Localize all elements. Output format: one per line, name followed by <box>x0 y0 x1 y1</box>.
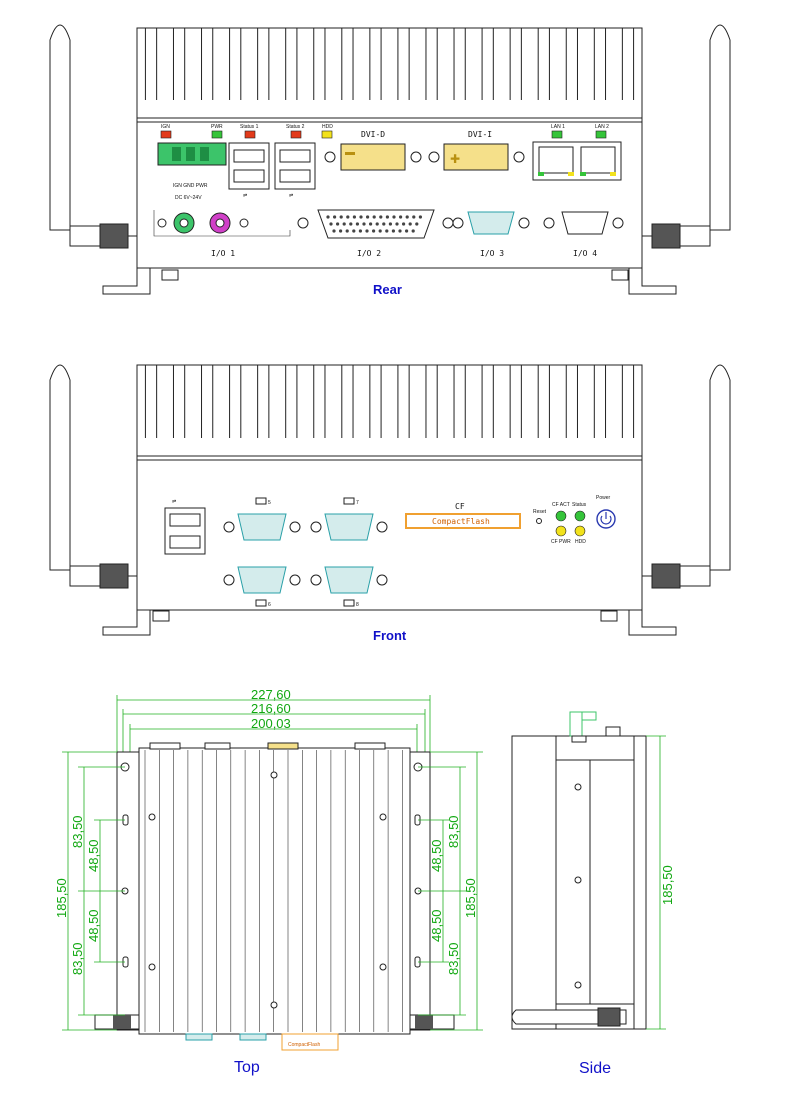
ign-label: IGN <box>161 124 170 130</box>
side-view: 185,50 Side <box>511 711 675 1077</box>
top-cf-label: CompactFlash <box>288 1042 320 1048</box>
front-antenna-left <box>49 364 137 589</box>
status-led <box>574 510 586 522</box>
ign-led <box>160 130 172 139</box>
status1-label: Status 1 <box>240 124 259 130</box>
cf-slot <box>405 513 521 529</box>
reset-label: Reset <box>533 509 547 515</box>
front-usb-stack: ⇌ <box>164 499 206 555</box>
front-heatsink <box>136 364 643 457</box>
lan-ports <box>532 141 622 181</box>
dim-width-inner: 200,03 <box>251 716 291 731</box>
rear-view: IGN PWR Status 1 Status 2 HDD IGN GND PW… <box>49 24 731 297</box>
rear-heatsink <box>136 27 643 119</box>
front-hdd-label: HDD <box>575 539 586 545</box>
com7-port <box>310 497 388 541</box>
dim-left-total: 185,50 <box>54 878 69 918</box>
dvi-i-port: ✚ <box>428 143 525 171</box>
pwr-led <box>211 130 223 139</box>
com8-port <box>310 566 388 607</box>
rear-chassis <box>136 117 643 269</box>
lan2-label: LAN 2 <box>595 124 609 130</box>
terminal-label: IGN GND PWR <box>173 183 208 189</box>
dvi-d-label: DVI-D <box>361 130 385 139</box>
status2-led <box>290 130 302 139</box>
top-heatsink-fins <box>144 750 403 1032</box>
svg-text:⇌: ⇌ <box>172 499 176 505</box>
dim-left-lower: 83,50 <box>70 942 85 975</box>
front-antenna-right <box>642 364 731 589</box>
side-bracket <box>633 735 647 1030</box>
io2-label: I/O 2 <box>357 249 381 258</box>
cf-label: CF <box>455 502 465 511</box>
io4-label: I/O 4 <box>573 249 597 258</box>
rear-usb-stack-1: ⇌ <box>228 142 270 199</box>
io3-connector <box>452 211 530 235</box>
cf-pwr-led <box>555 525 567 537</box>
io2-connector <box>297 209 454 239</box>
front-chassis <box>136 455 643 611</box>
rear-foot-left <box>102 268 151 295</box>
hdd-label: HDD <box>322 124 333 130</box>
status2-label: Status 2 <box>286 124 305 130</box>
top-caption: Top <box>234 1059 260 1076</box>
front-foot-left <box>102 610 151 636</box>
com5-port <box>223 497 301 541</box>
com6-label: 6 <box>268 602 271 608</box>
dvi-d-port <box>324 143 422 171</box>
svg-text:⇌: ⇌ <box>243 193 247 199</box>
dim-right-total: 185,50 <box>463 878 478 918</box>
com7-label: 7 <box>356 500 359 506</box>
side-caption: Side <box>579 1060 611 1077</box>
com6-port <box>223 566 301 607</box>
rear-antenna-left <box>49 24 137 249</box>
cf-act-led <box>555 510 567 522</box>
lan1-led <box>551 130 563 139</box>
rear-usb-stack-2: ⇌ <box>274 142 316 199</box>
rear-heatsink-fins <box>144 27 635 100</box>
status-label: Status <box>572 502 587 508</box>
front-caption: Front <box>373 628 407 643</box>
io3-label: I/O 3 <box>480 249 504 258</box>
lan2-led <box>595 130 607 139</box>
hdd-activity-led <box>574 525 586 537</box>
rear-antenna-right <box>642 24 731 249</box>
dim-side-total: 185,50 <box>660 865 675 905</box>
dim-right-lower: 83,50 <box>446 942 461 975</box>
top-view: 227,60 216,60 200,03 CompactFlash <box>54 687 483 1076</box>
lan1-label: LAN 1 <box>551 124 565 130</box>
front-heatsink-fins <box>144 364 635 438</box>
rear-caption: Rear <box>373 282 402 297</box>
status1-led <box>244 130 256 139</box>
dim-left-half2: 48,50 <box>86 909 101 942</box>
rear-foot-right <box>628 268 677 295</box>
front-foot-right <box>628 610 677 636</box>
hdd-led <box>321 130 333 139</box>
power-label: Power <box>596 495 611 501</box>
top-body <box>138 747 411 1035</box>
io1-label: I/O 1 <box>211 249 235 258</box>
com5-label: 5 <box>268 500 271 506</box>
voltage-label: DC 6V~24V <box>175 195 202 201</box>
com8-label: 8 <box>356 602 359 608</box>
dim-right-half2: 48,50 <box>429 909 444 942</box>
dvi-i-label: DVI-I <box>468 130 492 139</box>
pwr-label: PWR <box>211 124 223 130</box>
cf-pwr-label: CF PWR <box>551 539 571 545</box>
front-view: ⇌ 5 7 6 <box>49 364 731 643</box>
dim-left-upper: 83,50 <box>70 815 85 848</box>
dim-left-half1: 48,50 <box>86 839 101 872</box>
dim-right-half1: 48,50 <box>429 839 444 872</box>
dim-right-upper: 83,50 <box>446 815 461 848</box>
dim-width-mid: 216,60 <box>251 701 291 716</box>
dim-width-outer: 227,60 <box>251 687 291 702</box>
reset-button <box>536 518 542 524</box>
svg-text:✚: ✚ <box>450 152 460 166</box>
cf-slot-label: CompactFlash <box>432 517 490 526</box>
power-terminal <box>157 142 227 166</box>
io4-connector <box>543 211 624 235</box>
cf-act-label: CF ACT <box>552 502 570 508</box>
svg-text:⇌: ⇌ <box>289 193 293 199</box>
